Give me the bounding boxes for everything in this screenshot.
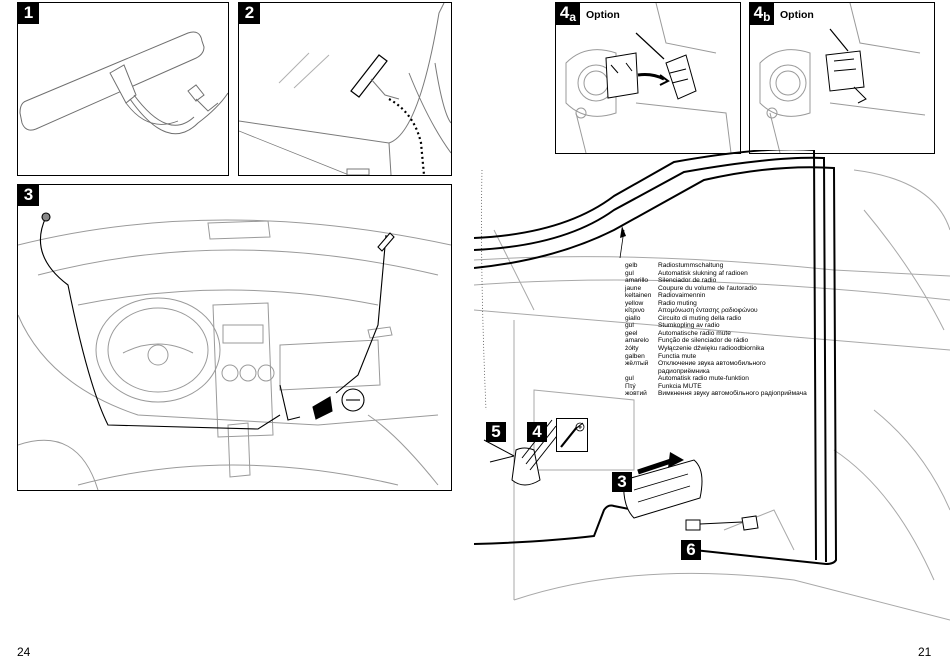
- step-4a-badge: 4a: [556, 3, 580, 25]
- step-4b-sub: b: [763, 10, 771, 24]
- wire-color-name: amarillo: [625, 277, 649, 285]
- step-4a-sub: a: [569, 10, 577, 24]
- wire-color-row: gul Stumkopling av radio: [625, 322, 807, 330]
- wire-color-row: geel Automatische radio mute: [625, 330, 807, 338]
- wire-color-row: gul Automatisk radio mute-funktion: [625, 375, 807, 383]
- windshield-antenna-drawing: [239, 3, 451, 175]
- step-4a-option-label: Option: [586, 9, 620, 21]
- car-interior-wiring-drawing: [18, 212, 451, 490]
- wire-color-name: galben: [625, 352, 645, 360]
- wire-function: Radiostummschaltung: [658, 262, 724, 269]
- wire-color-row: жёлтый Отключение звука автомобильного: [625, 360, 807, 368]
- wire-function: Radio muting: [658, 299, 697, 307]
- step-4b-number: 4: [753, 3, 764, 22]
- wire-function: Funkcia MUTE: [658, 382, 702, 390]
- dashboard-bracket-drawing-a: [565, 3, 732, 153]
- wire-function: радиоприёмника: [658, 367, 710, 375]
- wire-color-row: amarelo Função de silenciador de rádio: [625, 337, 807, 345]
- wire-color-name: keltainen: [625, 292, 652, 300]
- wire-color-row: радиоприёмника: [625, 368, 807, 376]
- wire-function: Radiovaimennin: [658, 292, 706, 300]
- callout-6: 6: [681, 540, 701, 560]
- wire-function: Отключение звука автомобильного: [658, 360, 766, 368]
- wire-function: Função de silenciador de rádio: [658, 337, 749, 345]
- callout-4: 4: [527, 422, 547, 442]
- wire-color-name: κίτρινο: [625, 307, 645, 315]
- wire-color-name: gul: [625, 322, 634, 330]
- wire-function: Вимкнення звуку автомобільного радіоприй…: [658, 390, 807, 398]
- wire-color-row: gelb Radiostummschaltung: [625, 262, 807, 270]
- wire-function: Automatisk slukning af radioen: [658, 269, 748, 277]
- wire-function: Απομόνωση έντασης ραδιοφώνου: [658, 307, 758, 315]
- wire-color-row: жовтий Вимкнення звуку автомобільного рад…: [625, 390, 807, 398]
- wire-color-name: жёлтый: [625, 360, 649, 368]
- wire-function: Silenciador de radio: [658, 277, 717, 285]
- wire-color-name: gul: [625, 269, 634, 277]
- antenna-strip-drawing: [19, 31, 228, 135]
- wire-color-row: Πτý Funkcia MUTE: [625, 383, 807, 391]
- step-4a-number: 4: [559, 3, 570, 22]
- callout-3: 3: [612, 472, 632, 492]
- wire-color-name: gelb: [625, 262, 638, 269]
- dashboard-bracket-drawing-b: [759, 3, 926, 153]
- step-4b-badge: 4b: [750, 3, 774, 25]
- screwdriver-tool-icon: [556, 418, 588, 452]
- wire-function: Stumkopling av radio: [658, 322, 720, 330]
- step-3-panel: 3: [17, 184, 452, 491]
- step-4b-panel: 4b Option: [749, 2, 935, 154]
- wire-color-row: giallo Circuito di muting della radio: [625, 315, 807, 323]
- wire-function: Functia mute: [658, 352, 697, 360]
- wire-function: Automatische radio mute: [658, 329, 731, 337]
- wire-color-row: κίτρινο Απομόνωση έντασης ραδιοφώνου: [625, 307, 807, 315]
- wire-color-row: gul Automatisk slukning af radioen: [625, 270, 807, 278]
- dashboard-wiring-figure: [474, 150, 950, 621]
- right-page-number: 21: [918, 645, 932, 659]
- wire-function: Coupure du volume de l'autoradio: [658, 284, 757, 292]
- wire-color-name: geel: [625, 329, 638, 337]
- wire-color-row: yellow Radio muting: [625, 300, 807, 308]
- step-3-badge: 3: [18, 185, 39, 206]
- wire-color-row: keltainen Radiovaimennin: [625, 292, 807, 300]
- step-4b-option-label: Option: [780, 9, 814, 21]
- wire-color-table: gelb Radiostummschaltung gul Automatisk slu…: [625, 262, 807, 398]
- wire-function: Wyłączenie dźwięku radioodbiornika: [658, 345, 765, 353]
- wire-color-name: amarelo: [625, 337, 649, 345]
- wire-color-row: amarillo Silenciador de radio: [625, 277, 807, 285]
- wire-color-name: жовтий: [625, 390, 647, 398]
- wire-color-name: [625, 368, 658, 376]
- wire-color-name: jaune: [625, 284, 642, 292]
- wire-color-row: jaune Coupure du volume de l'autoradio: [625, 285, 807, 293]
- wire-color-name: giallo: [625, 314, 641, 322]
- step-1-panel: 1: [17, 2, 229, 176]
- wire-color-row: galben Functia mute: [625, 353, 807, 361]
- step-2-panel: 2: [238, 2, 452, 176]
- wire-color-rows: gelb Radiostummschaltung gul Automatisk slu…: [625, 262, 807, 398]
- wire-color-row: żółty Wyłączenie dźwięku radioodbiornika: [625, 345, 807, 353]
- wire-color-name: yellow: [625, 299, 644, 307]
- wire-color-name: gul: [625, 375, 634, 383]
- wire-function: Automatisk radio mute-funktion: [658, 375, 749, 383]
- step-4a-panel: 4a Option: [555, 2, 741, 154]
- wire-function: Circuito di muting della radio: [658, 314, 742, 322]
- left-page-number: 24: [17, 645, 31, 659]
- callout-5: 5: [486, 422, 506, 442]
- wire-color-name: Πτý: [625, 382, 636, 390]
- step-1-badge: 1: [18, 3, 39, 24]
- step-2-badge: 2: [239, 3, 260, 24]
- wire-color-name: żółty: [625, 345, 639, 353]
